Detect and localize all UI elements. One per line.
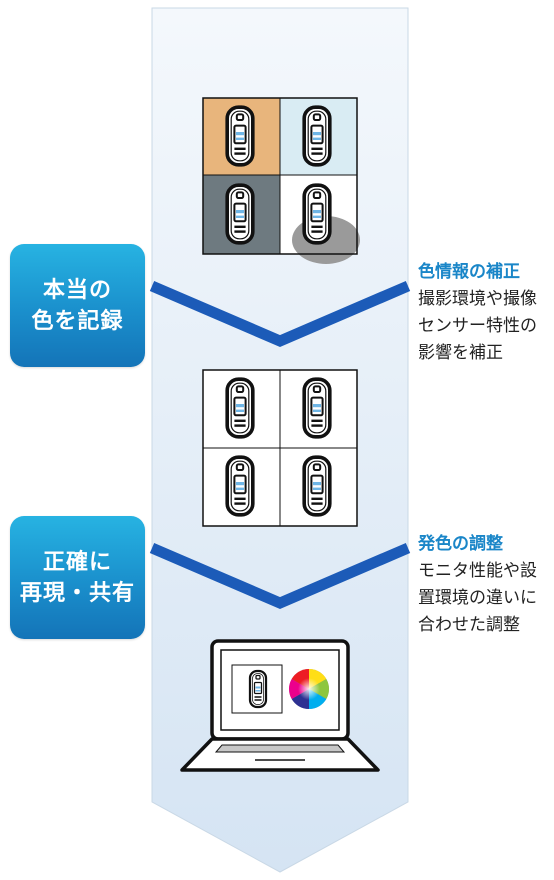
chevron-separator-2 bbox=[149, 542, 411, 609]
note-line: 影響を補正 bbox=[418, 343, 503, 363]
test-device-icon bbox=[248, 669, 268, 709]
test-device-icon bbox=[304, 107, 330, 165]
note-color-correction: 色情報の補正 撮影環境や撮像 センサー特性の 影響を補正 bbox=[418, 259, 554, 367]
step-badge-reproduce: 正確に 再現・共有 bbox=[10, 516, 145, 639]
note-line: 置環境の違いに bbox=[418, 588, 537, 608]
note-line: センサー特性の bbox=[418, 316, 537, 336]
test-device-icon bbox=[304, 379, 330, 437]
corrected-photo-grid bbox=[202, 369, 358, 527]
note-heading: 発色の調整 bbox=[418, 534, 503, 554]
note-line: モニタ性能や設 bbox=[418, 561, 537, 581]
laptop-icon bbox=[180, 639, 380, 772]
raw-photo-grid bbox=[202, 97, 360, 264]
test-device-icon bbox=[304, 185, 330, 243]
note-heading: 色情報の補正 bbox=[418, 262, 520, 282]
step-badge-label: 再現・共有 bbox=[19, 580, 135, 606]
note-line: 撮影環境や撮像 bbox=[418, 289, 537, 309]
step-badge-record: 本当の 色を記録 bbox=[10, 244, 145, 367]
step-badge-label: 本当の bbox=[42, 277, 112, 303]
test-device-icon bbox=[227, 379, 253, 437]
test-device-icon bbox=[227, 457, 253, 515]
step-badge-label: 色を記録 bbox=[31, 308, 124, 334]
step-badge-label: 正確に bbox=[42, 549, 112, 575]
test-device-icon bbox=[227, 185, 253, 243]
note-line: 合わせた調整 bbox=[418, 615, 520, 635]
color-wheel-icon bbox=[289, 669, 329, 709]
test-device-icon bbox=[304, 457, 330, 515]
note-color-adjustment: 発色の調整 モニタ性能や設 置環境の違いに 合わせた調整 bbox=[418, 531, 554, 639]
chevron-separator-1 bbox=[149, 280, 411, 347]
test-device-icon bbox=[227, 107, 253, 165]
